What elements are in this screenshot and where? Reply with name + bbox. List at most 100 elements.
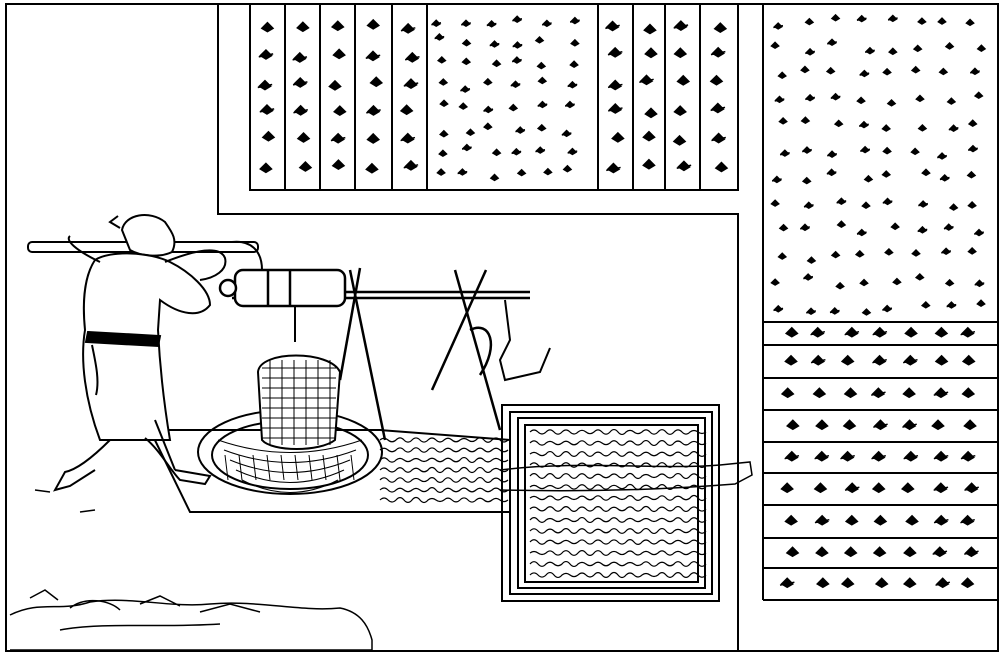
glyph-mark [606,162,621,174]
glyph-mark [903,450,919,462]
right-text-rows [763,13,998,601]
glyph-mark [967,201,977,209]
glyph-mark [511,56,522,64]
glyph-mark [884,247,894,256]
glyph-mark [332,105,347,117]
glyph-mark [872,354,887,366]
glyph-mark [512,41,523,49]
glyph-mark [944,41,955,50]
glyph-mark [404,51,420,63]
glyph-mark [861,201,871,210]
glyph-mark [835,281,845,290]
glyph-mark [937,17,947,25]
glyph-mark [856,14,867,23]
glyph-mark [784,326,799,338]
glyph-mark [805,47,815,56]
glyph-mark [903,546,917,558]
glyph-mark [974,228,984,237]
glyph-mark [932,546,948,558]
glyph-mark [912,44,923,53]
glyph-mark [536,61,547,70]
glyph-mark [974,279,985,288]
glyph-mark [920,300,931,309]
glyph-mark [871,450,887,462]
channel-waves [379,437,509,504]
glyph-mark [842,419,857,431]
glyph-mark [673,105,687,117]
glyph-mark [904,326,918,338]
glyph-mark [259,103,275,115]
glyph-mark [543,167,553,176]
glyph-mark [939,173,950,182]
glyph-mark [967,246,977,255]
glyph-mark [966,170,977,179]
glyph-mark [960,514,975,526]
glyph-mark [508,103,519,112]
glyph-mark [296,131,311,143]
bucket-icon [256,306,342,450]
glyph-mark [293,104,308,116]
glyph-mark [961,387,976,399]
glyph-mark [330,20,345,32]
glyph-mark [605,20,620,32]
glyph-mark [887,14,898,23]
glyph-mark [937,152,947,160]
glyph-mark [872,326,888,338]
glyph-mark [403,159,419,171]
glyph-mark [844,482,860,494]
glyph-mark [673,20,689,31]
glyph-mark [806,256,817,264]
glyph-mark [804,17,815,26]
glyph-mark [536,123,547,132]
glyph-mark [911,249,921,257]
glyph-mark [810,326,826,338]
glyph-mark [886,98,897,107]
glyph-mark [562,164,573,173]
glyph-mark [856,228,867,237]
glyph-mark [458,102,469,110]
glyph-mark [827,38,837,47]
glyph-mark [943,223,954,231]
glyph-mark [903,577,917,589]
glyph-mark [292,76,308,88]
glyph-mark [844,326,860,338]
glyph-mark [512,15,523,23]
glyph-mark [785,546,800,558]
glyph-mark [840,450,855,462]
glyph-mark [815,419,829,431]
glyph-mark [611,131,625,143]
glyph-mark [777,71,787,80]
glyph-mark [365,162,379,174]
glyph-mark [510,80,521,89]
glyph-mark [607,79,623,91]
glyph-mark [917,225,928,234]
glyph-mark [815,546,829,558]
glyph-mark [711,132,726,144]
glyph-mark [829,307,840,315]
glyph-mark [872,546,887,558]
glyph-mark [773,22,784,30]
glyph-mark [871,387,886,399]
glyph-mark [461,38,472,47]
glyph-mark [644,47,658,59]
glyph-mark [902,387,916,399]
glyph-mark [607,46,623,58]
glyph-mark [901,482,915,494]
glyph-mark [967,119,978,127]
glyph-mark [854,249,865,258]
glyph-mark [672,134,687,146]
glyph-mark [814,514,830,526]
glyph-mark [827,150,837,158]
glyph-mark [810,354,826,366]
glyph-mark [941,247,952,256]
glyph-mark [257,79,273,91]
glyph-mark [777,252,788,260]
glyph-mark [859,120,869,129]
glyph-mark [483,122,493,131]
glyph-mark [298,160,313,172]
glyph-mark [830,13,841,22]
glyph-mark [541,19,552,28]
glyph-mark [567,80,578,89]
glyph-mark [856,96,866,105]
glyph-mark [489,40,500,48]
